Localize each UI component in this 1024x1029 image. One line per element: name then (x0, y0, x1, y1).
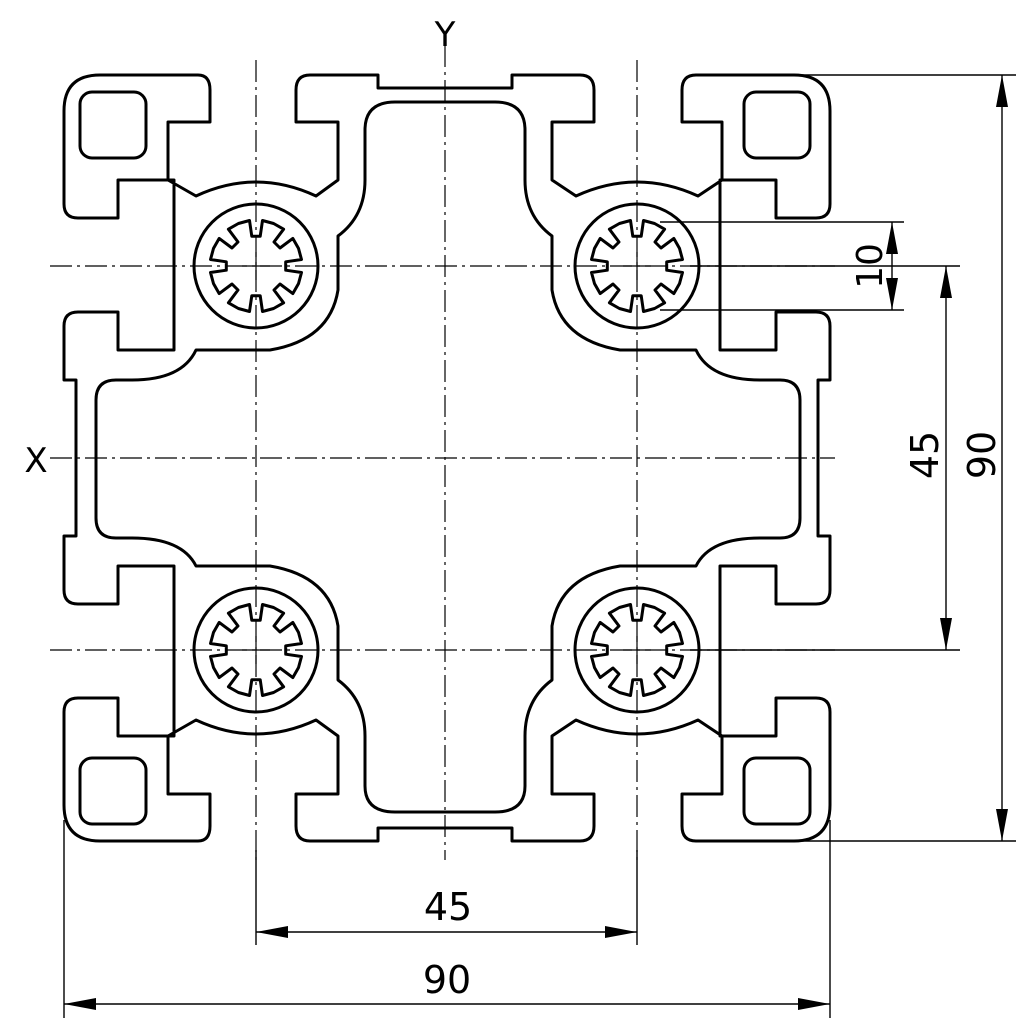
dimension-label-45-horizontal: 45 (424, 885, 472, 929)
profile-outline (62, 73, 832, 843)
corner-pocket-bottom-right (742, 756, 812, 826)
bore-outer-ring (192, 202, 320, 330)
axis-label-y: Y (434, 15, 456, 55)
dimension-hole-spacing-vertical: 45 (690, 265, 960, 651)
axis-label-x: X (24, 441, 47, 481)
bore-star-profile (590, 603, 684, 697)
dimension-label-90-horizontal: 90 (423, 958, 471, 1002)
bore-bottom-left (192, 586, 320, 714)
bore-star-profile (209, 219, 303, 313)
dimension-label-90-vertical: 90 (960, 431, 1004, 479)
corner-pocket-bottom-left (78, 756, 148, 826)
bore-star-profile (590, 219, 684, 313)
dimension-overall-width: 90 (63, 820, 831, 1018)
corner-pocket-top-right (742, 90, 812, 160)
core-bores (192, 202, 701, 714)
dimension-label-10: 10 (850, 243, 891, 289)
dimension-overall-height: 90 (800, 74, 1016, 842)
bore-top-left (192, 202, 320, 330)
center-lines (50, 45, 835, 860)
corner-pocket-top-left (78, 90, 148, 160)
bore-outer-ring (192, 586, 320, 714)
dimension-slot-width: 10 (660, 221, 904, 311)
bore-star-profile (209, 603, 303, 697)
dimension-hole-spacing-horizontal: 45 (255, 850, 638, 945)
dimension-label-45-vertical: 45 (903, 431, 947, 479)
center-cavity (94, 100, 802, 814)
